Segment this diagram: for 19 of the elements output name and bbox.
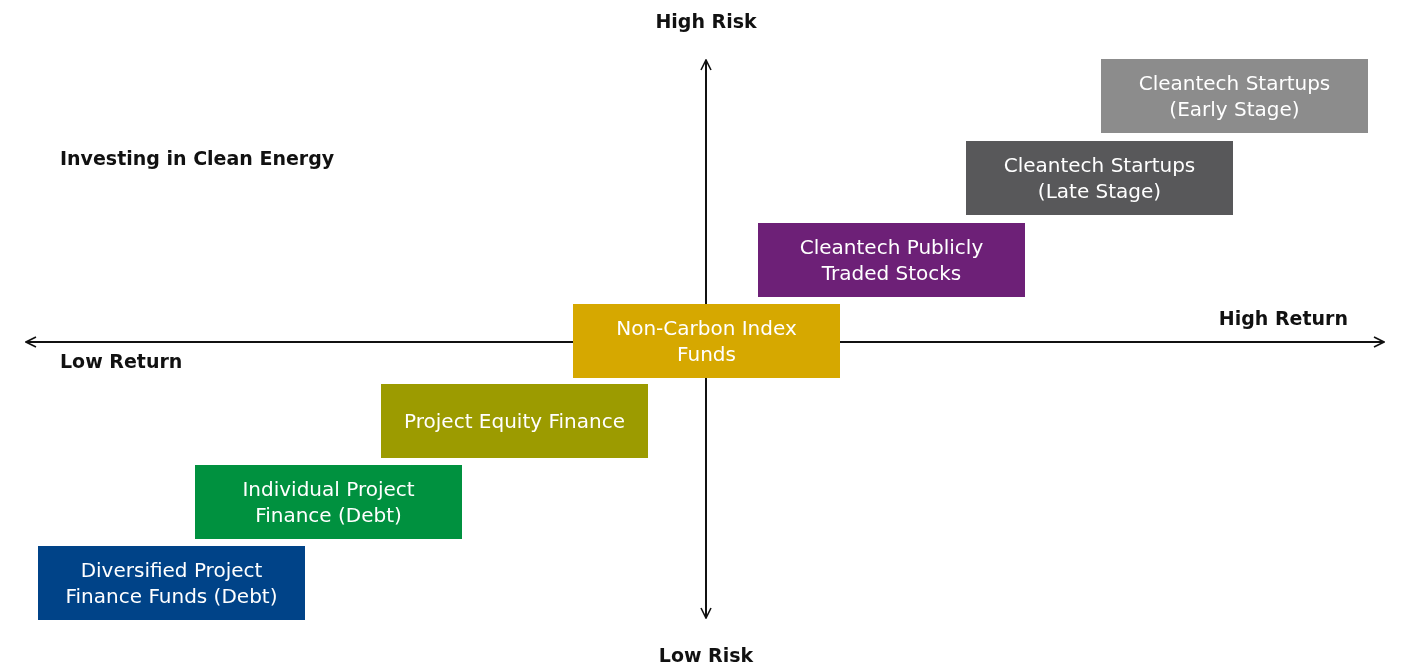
category-label: Non-Carbon Index Funds — [615, 315, 798, 367]
category-box — [38, 546, 305, 620]
category-box — [381, 384, 648, 458]
category-label: Diversified Project Finance Funds (Debt) — [64, 557, 279, 609]
category-box — [1101, 59, 1368, 133]
chart-title: Investing in Clean Energy — [60, 147, 335, 169]
category-label: Cleantech Publicly Traded Stocks — [798, 234, 985, 286]
axis-label: Low Return — [60, 350, 183, 372]
category-label: Cleantech Startups (Late Stage) — [1002, 152, 1197, 204]
category-label: Project Equity Finance — [404, 408, 625, 434]
axis-label: High Return — [1218, 307, 1348, 329]
category-box — [758, 223, 1025, 297]
axis-label: Low Risk — [658, 644, 754, 666]
category-box — [195, 465, 462, 539]
category-label: Individual Project Finance (Debt) — [241, 476, 416, 528]
category-box — [966, 141, 1233, 215]
category-box — [573, 304, 840, 378]
axis-label: High Risk — [655, 10, 757, 32]
category-label: Cleantech Startups (Early Stage) — [1137, 70, 1332, 122]
